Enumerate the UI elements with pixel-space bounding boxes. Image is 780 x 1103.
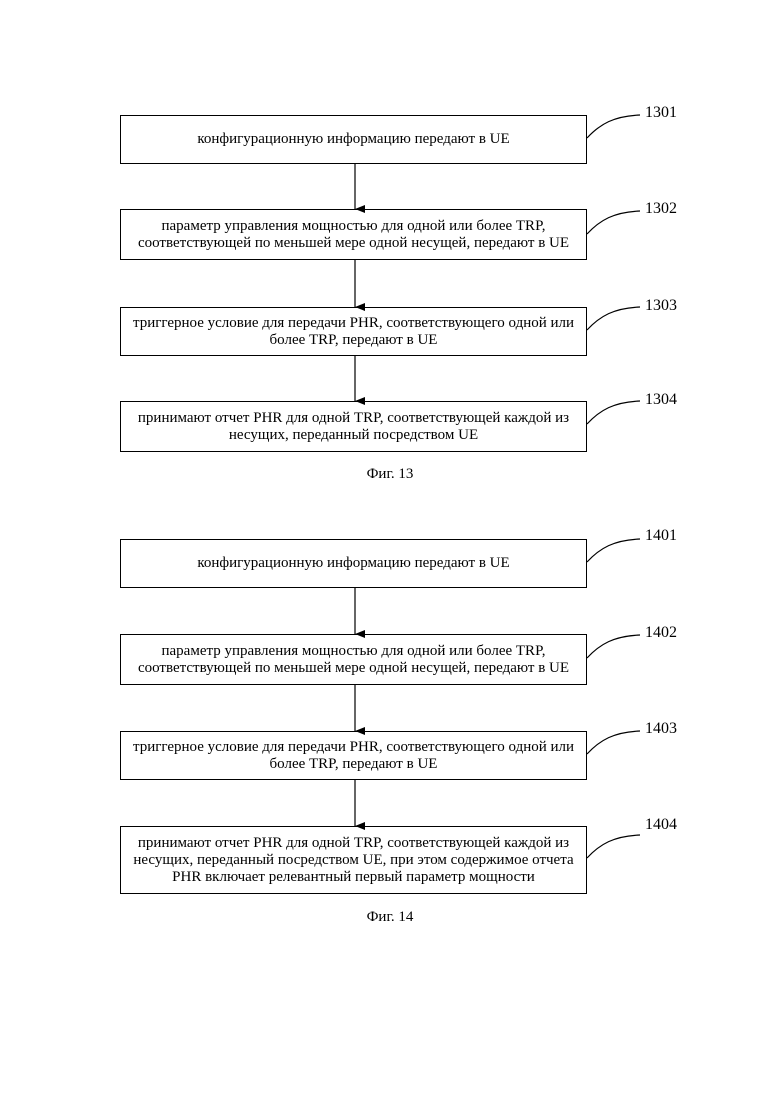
ref-label-1302: 1302 bbox=[645, 200, 677, 218]
step-box-1303: триггерное условие для передачи PHR, соо… bbox=[120, 307, 587, 356]
leader-line-1301 bbox=[587, 115, 640, 138]
step-text-1401: конфигурационную информацию передают в U… bbox=[197, 555, 509, 572]
step-box-1401: конфигурационную информацию передают в U… bbox=[120, 539, 587, 588]
step-box-1302: параметр управления мощностью для одной … bbox=[120, 209, 587, 260]
ref-label-1403: 1403 bbox=[645, 720, 677, 738]
step-box-1403: триггерное условие для передачи PHR, соо… bbox=[120, 731, 587, 780]
step-text-1402: параметр управления мощностью для одной … bbox=[125, 643, 582, 677]
ref-label-1401: 1401 bbox=[645, 527, 677, 545]
step-text-1304: принимают отчет PHR для одной TRP, соотв… bbox=[125, 410, 582, 444]
leader-line-1302 bbox=[587, 211, 640, 234]
step-box-1404: принимают отчет PHR для одной TRP, соотв… bbox=[120, 826, 587, 894]
ref-label-1303: 1303 bbox=[645, 297, 677, 315]
leader-line-1402 bbox=[587, 635, 640, 658]
step-text-1403: триггерное условие для передачи PHR, соо… bbox=[125, 739, 582, 773]
step-text-1302: параметр управления мощностью для одной … bbox=[125, 218, 582, 252]
ref-label-1402: 1402 bbox=[645, 624, 677, 642]
ref-label-1301: 1301 bbox=[645, 104, 677, 122]
step-box-1301: конфигурационную информацию передают в U… bbox=[120, 115, 587, 164]
figure-caption-14: Фиг. 14 bbox=[0, 908, 780, 926]
step-text-1303: триггерное условие для передачи PHR, соо… bbox=[125, 315, 582, 349]
step-text-1404: принимают отчет PHR для одной TRP, соотв… bbox=[125, 835, 582, 886]
figure-caption-13: Фиг. 13 bbox=[0, 465, 780, 483]
step-box-1402: параметр управления мощностью для одной … bbox=[120, 634, 587, 685]
leader-line-1304 bbox=[587, 401, 640, 424]
step-text-1301: конфигурационную информацию передают в U… bbox=[197, 131, 509, 148]
leader-line-1404 bbox=[587, 835, 640, 858]
ref-label-1304: 1304 bbox=[645, 391, 677, 409]
step-box-1304: принимают отчет PHR для одной TRP, соотв… bbox=[120, 401, 587, 452]
ref-label-1404: 1404 bbox=[645, 816, 677, 834]
leader-line-1403 bbox=[587, 731, 640, 754]
leader-line-1401 bbox=[587, 539, 640, 562]
leader-line-1303 bbox=[587, 307, 640, 330]
